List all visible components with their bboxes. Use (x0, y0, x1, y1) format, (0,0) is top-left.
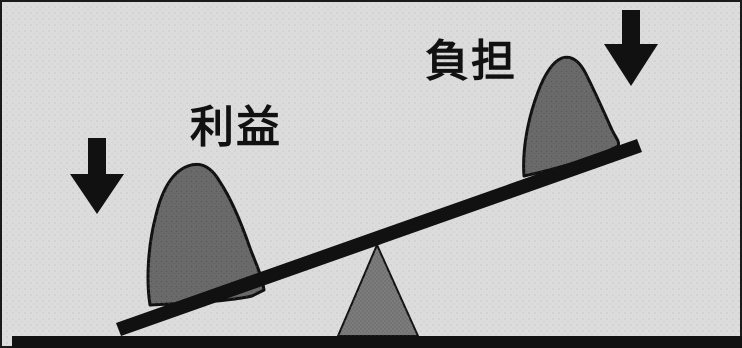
benefit-label: 利益 (190, 102, 282, 153)
down-arrow-right-icon (604, 10, 658, 86)
right-rock-texture (523, 57, 619, 176)
ground-bar (12, 336, 742, 348)
burden-label: 負担 (425, 36, 517, 87)
left-rock-texture (148, 164, 264, 305)
down-arrow-left-icon (70, 138, 124, 214)
fulcrum-texture (338, 245, 418, 336)
seesaw-plank (116, 139, 642, 336)
